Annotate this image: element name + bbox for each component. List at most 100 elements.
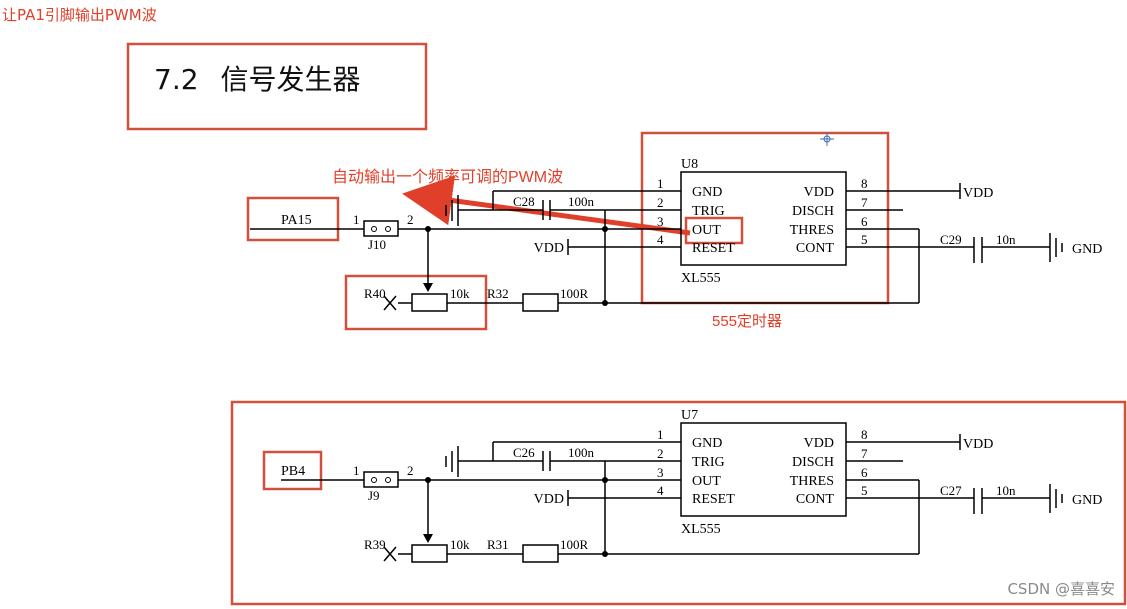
section-number: 7.2	[154, 63, 199, 96]
gnd-label: GND	[1072, 242, 1102, 257]
pin-name: THRES	[790, 223, 834, 238]
cap-value: 10n	[996, 483, 1016, 498]
top-note: 让PA1引脚输出PWM波	[2, 6, 157, 24]
jumper-pin	[371, 477, 377, 483]
junction-dot	[602, 477, 608, 483]
bottom-circuit-box	[230, 400, 1127, 606]
pin-number: 8	[861, 176, 868, 191]
pin-name: CONT	[796, 492, 835, 507]
cap-ref: C27	[940, 483, 962, 498]
pin-name: OUT	[692, 223, 721, 238]
resistor-value: 100R	[560, 537, 589, 552]
circuit-bottom: U7XL5551GND2TRIG3OUT4RESET8VDD7DISCH6THR…	[281, 408, 1102, 563]
pot-wiper-arrow	[423, 283, 433, 292]
vdd-label: VDD	[963, 186, 993, 201]
resistor-body	[522, 544, 559, 563]
pin-number: 1	[657, 176, 664, 191]
pin-number: 3	[657, 465, 664, 480]
vdd-label: VDD	[963, 437, 993, 452]
jumper-ref: J9	[368, 488, 380, 503]
jumper-pin	[385, 477, 391, 483]
annotation-arrow	[402, 175, 691, 236]
pin-name: TRIG	[692, 204, 725, 219]
pin-number: 6	[861, 465, 868, 480]
pin-name: DISCH	[792, 204, 834, 219]
pin-name: GND	[692, 436, 722, 451]
jumper-pin-number: 2	[407, 212, 414, 227]
pin-number: 3	[657, 214, 664, 229]
pin-number: 5	[861, 483, 868, 498]
cap-value: 100n	[568, 445, 595, 460]
jumper-pin-number: 1	[353, 212, 360, 227]
junction-dot	[602, 226, 608, 232]
pin-name: DISCH	[792, 455, 834, 470]
jumper-pin	[371, 226, 377, 232]
pot-ref: R40	[364, 286, 386, 301]
pin-number: 1	[657, 427, 664, 442]
pin-name: VDD	[804, 436, 834, 451]
pin-number: 4	[657, 483, 664, 498]
pin-number: 7	[861, 446, 868, 461]
pot-body	[411, 544, 448, 563]
pin-name: VDD	[804, 185, 834, 200]
vdd-label: VDD	[534, 492, 564, 507]
jumper-pin-number: 1	[353, 463, 360, 478]
ic-body	[680, 171, 847, 266]
cap-ref: C26	[513, 445, 535, 460]
bottom-net-highlight-box	[262, 450, 323, 491]
circuit-top: U8XL5551GND2TRIG3OUT4RESET8VDD7DISCH6THR…	[250, 157, 1102, 312]
jumper-pin	[385, 226, 391, 232]
pot-body	[411, 293, 448, 312]
cap-ref: C28	[513, 194, 535, 209]
pot-wiper-arrow	[423, 534, 433, 543]
pin-number: 5	[861, 232, 868, 247]
pot-end-mark	[383, 295, 397, 311]
ic-ref: U8	[681, 157, 698, 172]
section-title-text: 信号发生器	[220, 63, 361, 96]
pot-value: 10k	[450, 537, 470, 552]
jumper-body	[363, 220, 399, 237]
vdd-label: VDD	[534, 241, 564, 256]
resistor-ref: R31	[487, 537, 509, 552]
arrow-label: 自动输出一个频率可调的PWM波	[332, 168, 563, 186]
net-label: PA15	[281, 213, 312, 228]
pin-name: CONT	[796, 241, 835, 256]
pin-number: 6	[861, 214, 868, 229]
pin-number: 2	[657, 195, 664, 210]
ic-part: XL555	[681, 522, 721, 537]
cap-value: 10n	[996, 232, 1016, 247]
ic-body	[680, 422, 847, 517]
pin-number: 2	[657, 446, 664, 461]
net-highlight-box	[246, 196, 340, 242]
cap-value: 100n	[568, 194, 595, 209]
timer-label: 555定时器	[712, 313, 782, 330]
resistor-value: 100R	[560, 286, 589, 301]
jumper-ref: J10	[368, 237, 386, 252]
ic-part: XL555	[681, 271, 721, 286]
ic-ref: U7	[681, 408, 698, 423]
resistor-ref: R32	[487, 286, 509, 301]
section-title-box	[126, 42, 428, 131]
pin-name: RESET	[692, 241, 735, 256]
pin-name: GND	[692, 185, 722, 200]
cap-ref: C29	[940, 232, 962, 247]
resistor-body	[522, 293, 559, 312]
jumper-pin-number: 2	[407, 463, 414, 478]
watermark: CSDN @喜喜安	[1007, 580, 1115, 598]
timer-highlight-box	[640, 131, 890, 305]
pin-number: 4	[657, 232, 664, 247]
pin-name: OUT	[692, 474, 721, 489]
pin-name: RESET	[692, 492, 735, 507]
pot-ref: R39	[364, 537, 386, 552]
crosshair-icon	[820, 132, 834, 146]
pot-value: 10k	[450, 286, 470, 301]
pot-end-mark	[383, 546, 397, 562]
pin-number: 8	[861, 427, 868, 442]
pin-name: THRES	[790, 474, 834, 489]
pin-number: 7	[861, 195, 868, 210]
net-label: PB4	[281, 464, 305, 479]
pin-name: TRIG	[692, 455, 725, 470]
section-title: 7.2 信号发生器	[154, 58, 361, 98]
jumper-body	[363, 471, 399, 488]
